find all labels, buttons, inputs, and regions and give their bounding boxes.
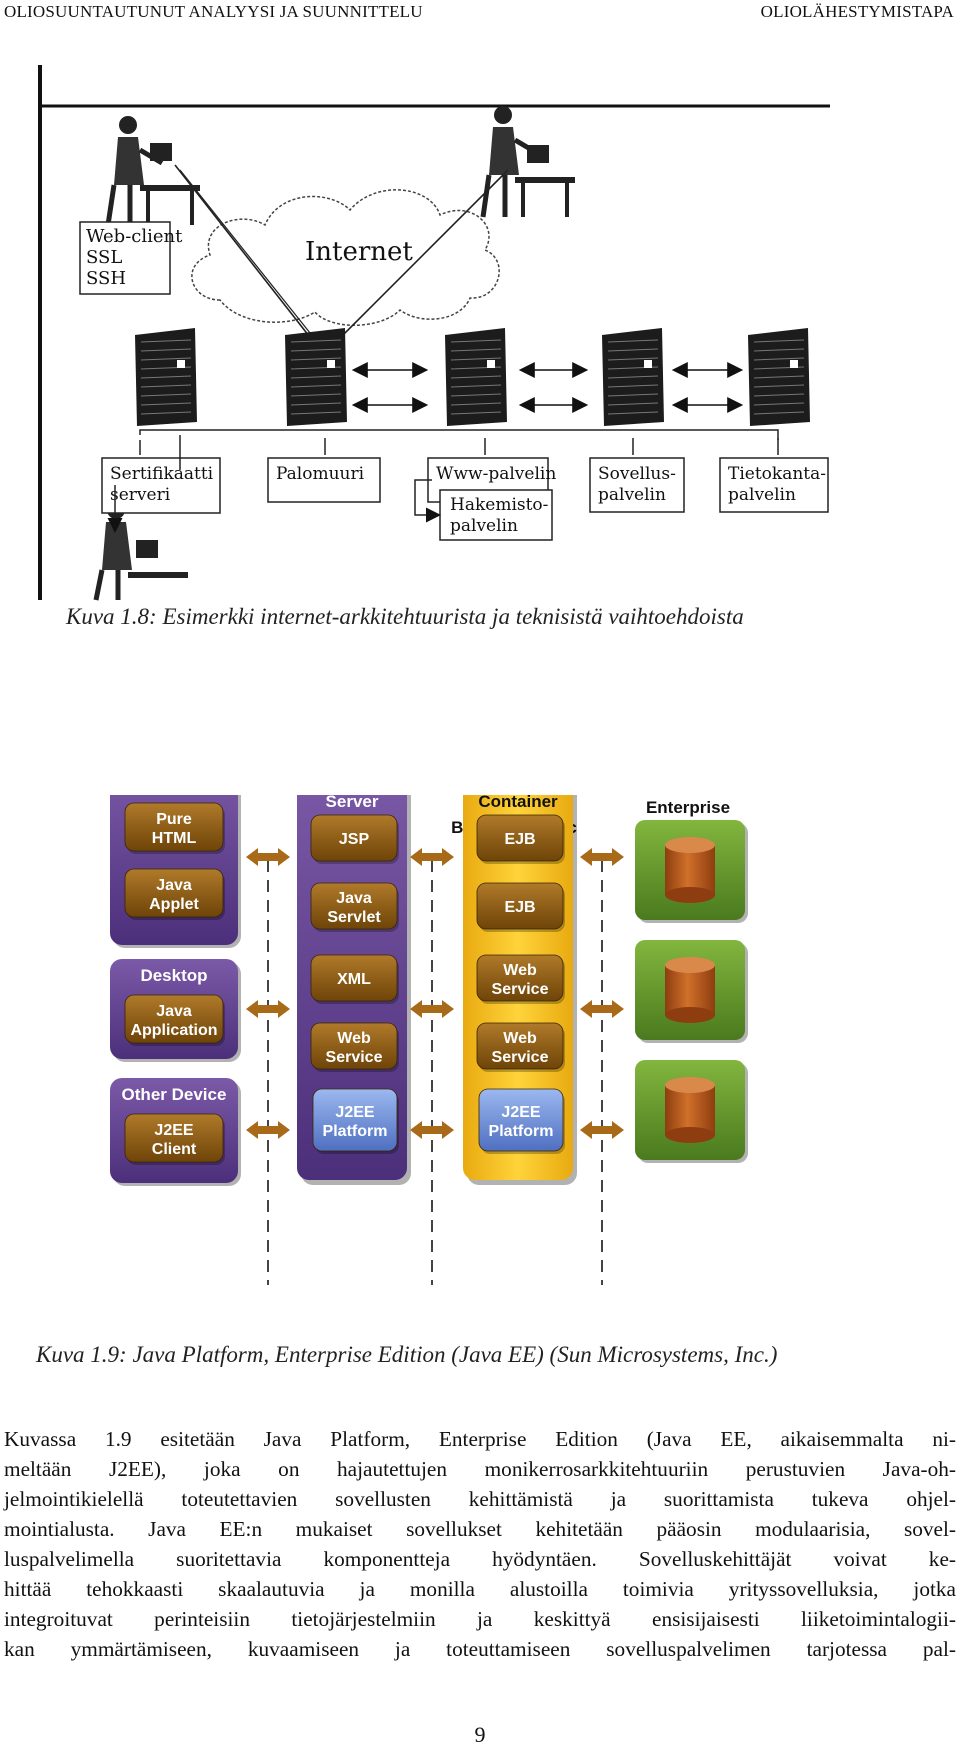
- web-component: JSP: [310, 814, 399, 864]
- user-workstation-icon: [105, 116, 200, 226]
- ejb-container-title: EJBContainer: [478, 795, 558, 811]
- user-workstation-icon: [93, 501, 188, 601]
- directory-server-label: Hakemisto-palvelin: [439, 489, 553, 541]
- server-tower-icon: [748, 328, 810, 426]
- client-group-title: Desktop: [140, 966, 207, 985]
- network-node-text: Sovellus-palvelin: [598, 464, 676, 505]
- page-number: 9: [474, 1722, 486, 1747]
- network-node-text: Tietokanta-palvelin: [728, 464, 826, 505]
- ejb-component: EJB: [476, 814, 565, 864]
- figure-1-caption: Kuva 1.8: Esimerkki internet-arkkitehtuu…: [66, 604, 744, 629]
- server-tower-icon: [285, 328, 347, 426]
- double-arrow-icon: [246, 848, 290, 866]
- double-arrow-icon: [246, 1121, 290, 1139]
- tower-arrows: [351, 362, 744, 413]
- body-line: meltään J2EE), joka on hajautettujen mon…: [4, 1457, 956, 1481]
- database-box: [635, 1060, 748, 1163]
- java-ee-architecture-figure: Client-SidePresentationServer-SidePresen…: [110, 795, 748, 1285]
- network-node-label: Palomuuri: [267, 457, 381, 503]
- body-line: Kuvassa 1.9 esitetään Java Platform, Ent…: [4, 1427, 956, 1451]
- network-node-label: Sovellus-palvelin: [589, 457, 685, 513]
- network-node-text: Palomuuri: [276, 464, 365, 484]
- database-icon: [665, 837, 715, 903]
- double-arrow-icon: [580, 1000, 624, 1018]
- server-tower-icon: [135, 328, 197, 426]
- database-box: [635, 940, 748, 1043]
- double-arrow-icon: [580, 1121, 624, 1139]
- server-tower-icon: [445, 328, 507, 426]
- cloud-label: Internet: [305, 237, 413, 267]
- double-arrow-icon: [410, 1121, 454, 1139]
- double-arrow-icon: [246, 1000, 290, 1018]
- network-node-text: Www-palvelin: [436, 464, 556, 484]
- internet-cloud: Internet: [191, 189, 500, 326]
- web-server-title: WebServer: [326, 795, 379, 811]
- user-workstation-icon: [480, 106, 575, 218]
- body-paragraph: Kuvassa 1.9 esitetään Java Platform, Ent…: [4, 1424, 956, 1664]
- web-component-text: JSP: [339, 831, 370, 848]
- database-box: [635, 820, 748, 923]
- database-icon: [665, 1077, 715, 1143]
- ejb-component-text: EJB: [504, 831, 535, 848]
- ejb-component: EJB: [476, 882, 565, 932]
- body-line: luspalvelimella suoritettavia komponentt…: [4, 1547, 956, 1571]
- body-line: mointialusta. Java EE:n mukaiset sovellu…: [4, 1517, 956, 1541]
- database-icon: [665, 957, 715, 1023]
- body-line: hittää tehokkaasti skaalautuvia ja monil…: [4, 1577, 956, 1601]
- body-line: integroituvat perinteisiin tietojärjeste…: [4, 1607, 956, 1631]
- running-header-right: OLIOLÄHESTYMISTAPA: [760, 2, 954, 21]
- double-arrow-icon: [410, 848, 454, 866]
- double-arrow-icon: [580, 848, 624, 866]
- body-line: jelmointikielellä toteutettavien sovellu…: [4, 1487, 956, 1511]
- ejb-component-text: EJB: [504, 899, 535, 916]
- running-header-left: OLIOSUUNTAUTUNUT ANALYYSI JA SUUNNITTELU: [4, 2, 423, 21]
- figure-2-caption: Kuva 1.9: Java Platform, Enterprise Edit…: [36, 1342, 778, 1367]
- web-component-text: XML: [337, 971, 371, 988]
- web-component: XML: [310, 954, 399, 1004]
- double-arrow-icon: [410, 1000, 454, 1018]
- svg-text:Hakemisto-palvelin: Hakemisto-palvelin: [450, 495, 548, 536]
- server-tower-icon: [602, 328, 664, 426]
- network-node-label: Tietokanta-palvelin: [719, 457, 829, 513]
- body-line: kan ymmärtämiseen, kuvaamiseen ja toteut…: [4, 1637, 956, 1661]
- client-group-title: Other Device: [122, 1085, 227, 1104]
